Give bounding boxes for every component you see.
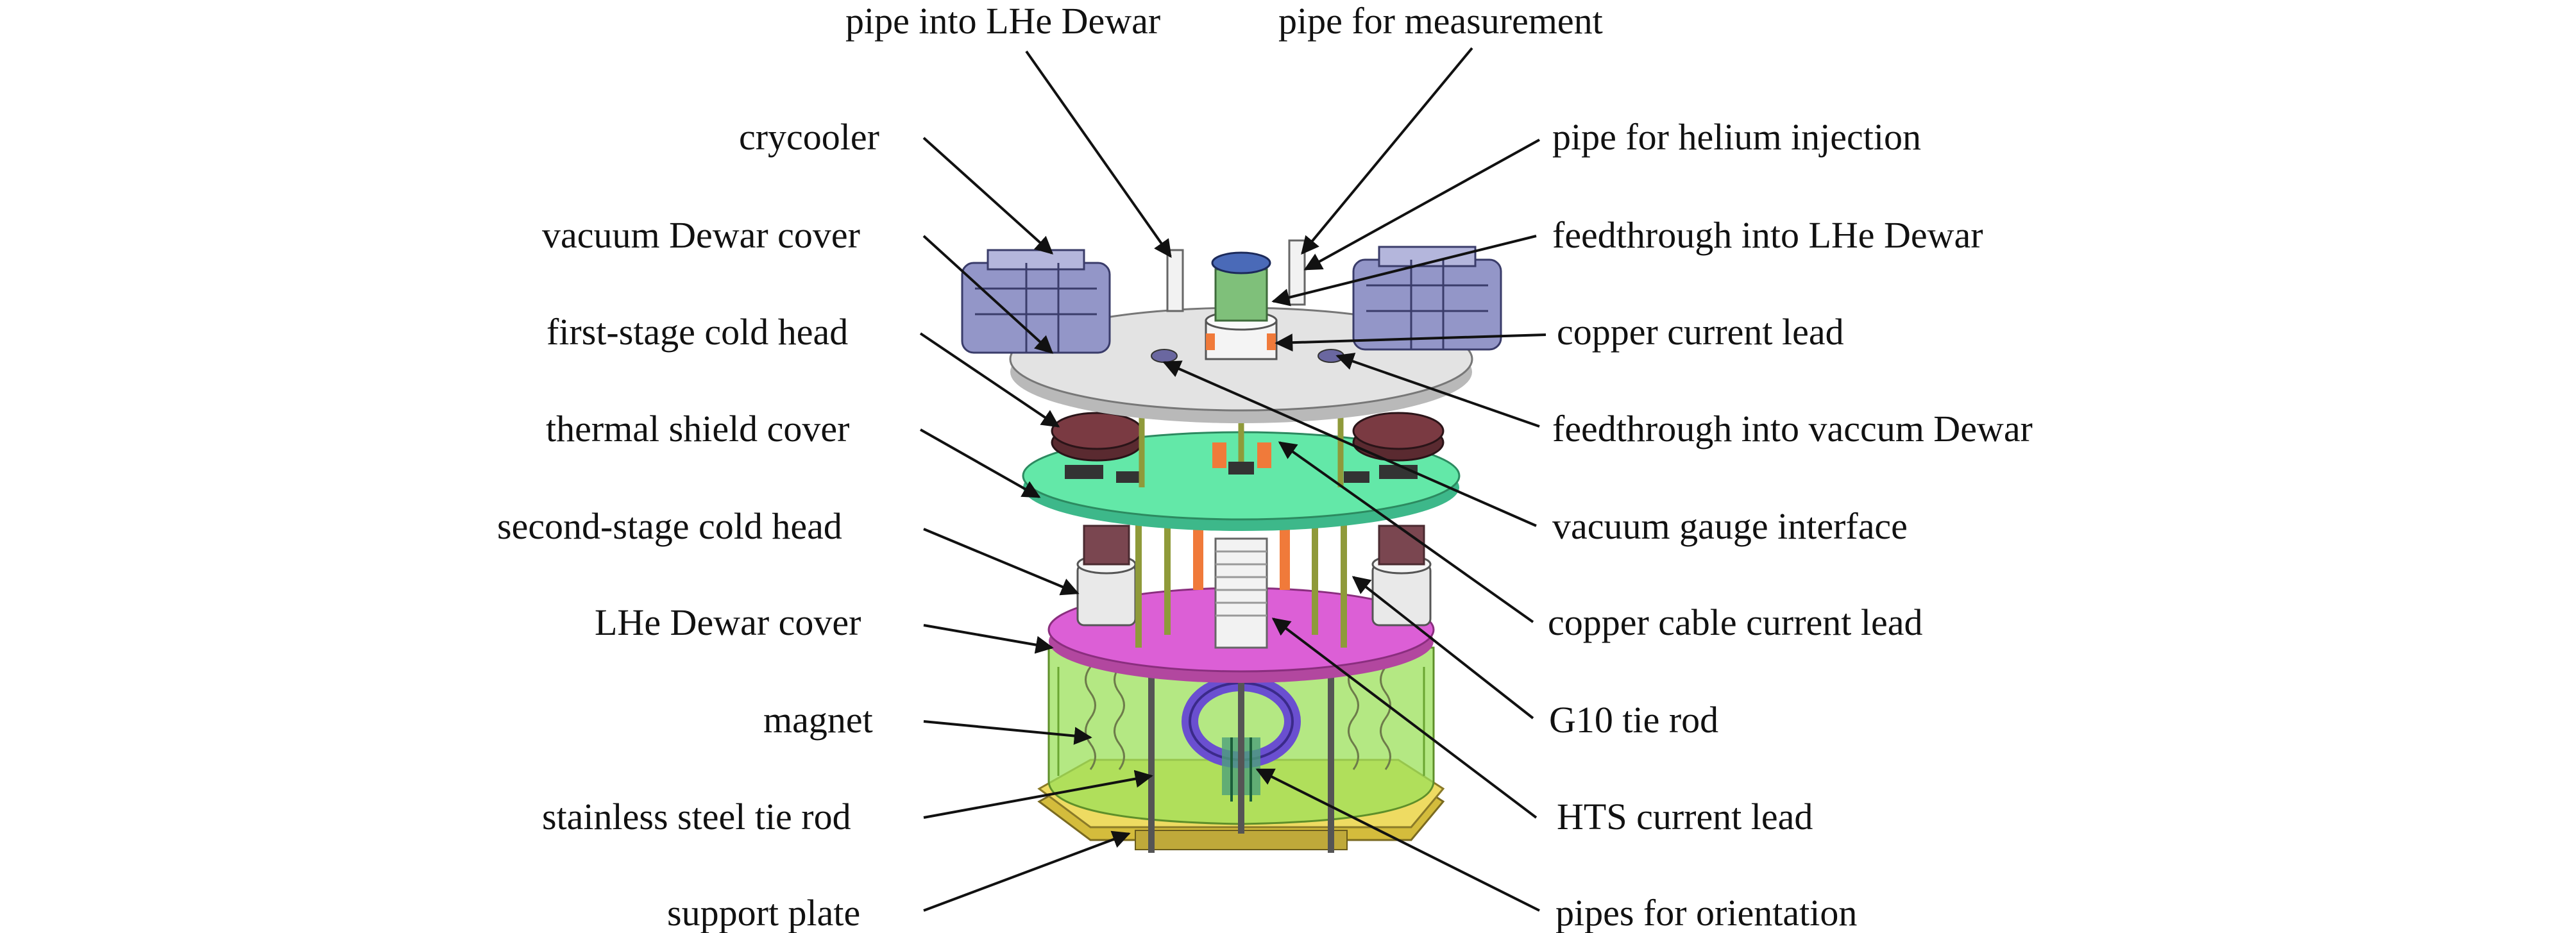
label-first-stage-cold-head: first-stage cold head <box>547 311 848 353</box>
leader-stainless-steel-tie-rod <box>923 769 1153 819</box>
leader-hts-current-lead <box>1271 618 1538 819</box>
label-second-stage-cold-head: second-stage cold head <box>497 505 842 547</box>
leader-lines <box>919 47 1546 912</box>
label-stainless-steel-tie-rod: stainless steel tie rod <box>542 796 851 837</box>
leader-first-stage-cold-head <box>919 332 1060 428</box>
cryostat-assembly <box>961 239 1502 853</box>
leader-pipe-for-helium-injection <box>1303 139 1540 271</box>
label-pipe-for-helium-injection: pipe for helium injection <box>1552 116 1921 158</box>
leader-magnet <box>923 720 1092 745</box>
label-support-plate: support plate <box>667 892 860 933</box>
label-feedthrough-into-lhe-dewar: feedthrough into LHe Dewar <box>1552 214 1983 256</box>
leader-pipe-into-lhe-dewar <box>1025 50 1172 258</box>
labels-left: pipe into LHe Dewar crycooler vacuum Dew… <box>497 0 1160 933</box>
labels-right: pipe for measurement pipe for helium inj… <box>1278 0 2033 933</box>
leader-feedthrough-into-lhe-dewar <box>1271 235 1537 307</box>
thermal-shield-cover-shape <box>1022 431 1461 531</box>
first-stage-cold-heads <box>1051 412 1445 462</box>
label-vacuum-gauge-interface: vacuum gauge interface <box>1552 505 1908 547</box>
label-thermal-shield-cover: thermal shield cover <box>546 408 850 450</box>
leader-support-plate <box>923 830 1131 912</box>
cryocooler-right <box>1352 246 1502 351</box>
leader-copper-current-lead <box>1275 333 1546 352</box>
label-magnet: magnet <box>763 699 873 741</box>
leader-lhe-dewar-cover <box>923 624 1054 654</box>
label-g10-tie-rod: G10 tie rod <box>1549 699 1718 741</box>
leader-g10-tie-rod <box>1352 576 1534 719</box>
label-crycooler: crycooler <box>739 116 879 158</box>
leader-vacuum-dewar-cover <box>922 235 1054 354</box>
leader-vacuum-gauge-interface <box>1162 360 1537 527</box>
leader-second-stage-cold-head <box>923 528 1080 596</box>
leader-crycooler <box>922 137 1054 255</box>
label-vacuum-dewar-cover: vacuum Dewar cover <box>542 214 860 256</box>
label-pipe-for-measurement: pipe for measurement <box>1278 0 1603 42</box>
leader-pipe-for-measurement <box>1301 47 1473 255</box>
label-pipes-for-orientation: pipes for orientation <box>1555 892 1857 933</box>
label-pipe-into-lhe-dewar: pipe into LHe Dewar <box>845 0 1160 42</box>
label-hts-current-lead: HTS current lead <box>1557 796 1813 837</box>
label-feedthrough-into-vaccum-dewar: feedthrough into vaccum Dewar <box>1552 408 2033 450</box>
label-lhe-dewar-cover: LHe Dewar cover <box>595 601 861 643</box>
leader-thermal-shield-cover <box>920 428 1041 498</box>
leader-feedthrough-into-vaccum-dewar <box>1335 353 1540 428</box>
leader-pipes-for-orientation <box>1255 768 1540 912</box>
central-feedthrough <box>1166 239 1306 360</box>
label-copper-cable-current-lead: copper cable current lead <box>1548 601 1922 643</box>
leader-copper-cable-current-lead <box>1278 441 1534 623</box>
label-copper-current-lead: copper current lead <box>1557 311 1844 353</box>
